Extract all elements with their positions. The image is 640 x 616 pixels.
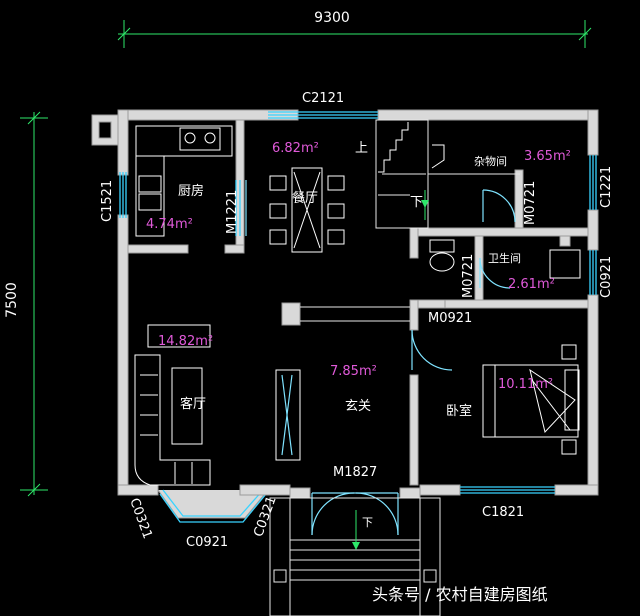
dining-name: 餐厅 [292,190,318,206]
dimension-left: 7500 [4,111,48,497]
kitchen-furniture [135,125,233,237]
stair-down-label: 下 [410,195,423,210]
kitchen-area: 4.74m² [146,217,193,232]
foyer-name: 玄关 [345,399,371,414]
interior-walls [127,119,589,486]
outer-walls [91,109,599,496]
stairs: 上 下 [355,119,520,229]
foyer-area: 7.85m² [330,364,377,379]
code-m0921: M0921 [428,311,472,326]
storage-name: 杂物间 [474,154,507,168]
window-c2121 [268,111,378,119]
bathroom-area: 2.61m² [508,277,555,292]
living-area: 14.82m² [158,334,213,349]
height-dimension-label: 7500 [4,282,20,318]
bedroom-furniture [482,344,580,455]
bedroom-name: 卧室 [446,403,472,419]
dining-area: 6.82m² [272,141,319,156]
bay-window [157,484,291,523]
window-c0921-right [589,250,597,295]
bedroom-area: 10.11m² [498,377,553,392]
living-furniture [134,324,301,486]
code-m1827: M1827 [333,465,377,480]
windows [119,111,597,523]
width-dimension-label: 9300 [314,10,350,26]
stair-up-label: 上 [355,141,368,156]
storage-area: 3.65m² [524,149,571,164]
code-c1821: C1821 [482,505,524,520]
entry-doors [289,487,421,536]
code-c1221: C1221 [599,166,614,208]
entry-steps: 下 [269,497,441,616]
dimension-top: 9300 [117,10,592,48]
watermark-text: 头条号 / 农村自建房图纸 [372,585,548,604]
code-m0721-storage: M0721 [523,181,538,225]
window-c1521 [119,172,127,218]
window-m1221-kitchen [235,180,241,236]
window-c1821 [460,486,555,494]
interior-doors [245,180,516,371]
bathroom-name: 卫生间 [488,251,521,265]
code-c0321-left: C0321 [126,496,155,541]
code-m1221: M1221 [225,190,240,234]
bathroom-furniture [429,239,581,279]
room-labels: 厨房 4.74m² 餐厅 6.82m² 杂物间 3.65m² 卫生间 2.61m… [146,141,571,419]
code-c0921-bottom: C0921 [186,535,228,550]
dining-furniture [269,167,345,253]
entry-arrow-label: 下 [362,516,373,529]
kitchen-name: 厨房 [178,183,204,199]
living-name: 客厅 [180,396,206,412]
window-c1221 [589,155,597,210]
watermark: 头条号 / 农村自建房图纸 [372,585,548,604]
code-c0921-right: C0921 [599,256,614,298]
code-c1521: C1521 [100,180,115,222]
code-m0721-bath: M0721 [461,254,476,298]
code-c2121: C2121 [302,91,344,106]
